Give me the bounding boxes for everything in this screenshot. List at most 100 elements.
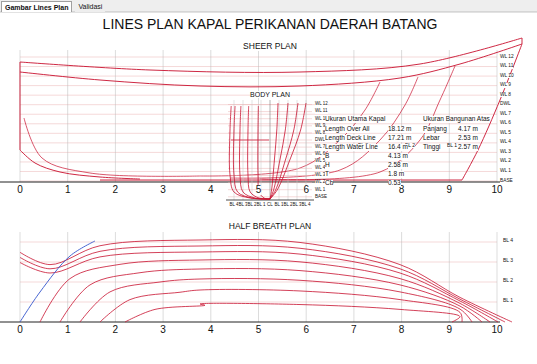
waterline-label: WL 9 (500, 83, 511, 88)
dimension-value: 1.8 m (388, 171, 404, 178)
waterline-label: WL 3 (315, 173, 325, 178)
buttock-label: BL 1 (503, 298, 513, 303)
aft-section-line (229, 106, 270, 199)
waterline-curve (125, 303, 460, 322)
stem-line (462, 44, 522, 180)
waterline-label: WL 8 (500, 93, 511, 98)
dimension-value: 17.21 m (388, 135, 412, 142)
dimension-name: H (325, 162, 330, 169)
station-number: 2 (113, 185, 119, 195)
fore-section-line (270, 103, 288, 199)
dimension-name: Cb (325, 180, 333, 187)
station-line (20, 50, 21, 182)
buttock-label: BL 1 (256, 203, 265, 208)
station-number: 7 (351, 185, 357, 195)
waterline-label: WL 1 (315, 188, 325, 193)
waterline-curve (60, 269, 482, 322)
buttock-label: BL 4 (503, 238, 513, 243)
body-buttock-grid (270, 100, 271, 200)
buttock-line (24, 118, 200, 176)
buttock-label: BL 2 (247, 203, 256, 208)
station-number: 8 (399, 185, 405, 195)
station-number: 6 (303, 185, 309, 195)
waterline-label: DWL (315, 138, 325, 143)
station-number: 4 (208, 325, 214, 335)
waterline-curve (20, 239, 512, 322)
stern-profile (20, 150, 140, 179)
view-heading: SHEER PLAN (243, 42, 297, 51)
waterline-label: WL 12 (500, 55, 514, 60)
buttock-label: BL 4 (229, 203, 238, 208)
buttock-line (260, 66, 455, 180)
waterline-label: WL 2 (500, 159, 511, 164)
waterline-label: WL 2 (315, 180, 325, 185)
waterline-label: WL 12 (315, 102, 328, 107)
tab-label: Validasi (78, 3, 102, 10)
waterline-label: WL 11 (500, 64, 513, 69)
station-number: 1 (65, 325, 71, 335)
buttock-label: BL 3 (238, 203, 247, 208)
dimension-value: 2.58 m (388, 162, 408, 169)
station-number: 9 (447, 325, 453, 335)
dimension-value: 2.53 m (458, 135, 478, 142)
station-line (497, 232, 498, 322)
waterline-curve (20, 246, 505, 322)
transom-line (20, 62, 21, 150)
dimension-name: Panjang (423, 126, 447, 133)
waterline-label: WL 7 (315, 145, 325, 150)
station-number: 9 (447, 185, 453, 195)
body-buttock-grid (252, 100, 253, 200)
buttock-label: BL 2 (283, 203, 292, 208)
buttock-label: BL 2 (503, 278, 513, 283)
station-line (449, 232, 450, 322)
station-number: 1 (65, 185, 71, 195)
dimension-name: Lebar (423, 135, 440, 142)
dimension-name: Tinggi (423, 144, 440, 151)
station-line (210, 50, 211, 182)
buttock-label: BL 1 (274, 203, 283, 208)
dimension-value: 16.4 m (388, 144, 408, 151)
aft-section-line (239, 106, 270, 199)
waterline-label: WL 9 (315, 124, 325, 129)
station-number: 3 (160, 185, 166, 195)
station-line (20, 232, 21, 322)
dimension-name: T (325, 171, 329, 178)
station-number: 8 (399, 325, 405, 335)
waterline-label: WL 10 (500, 74, 514, 79)
tab-bar (0, 0, 537, 12)
station-number: 4 (208, 185, 214, 195)
waterline-label: BASE (315, 195, 327, 200)
buttock-label: BL 4 (301, 203, 310, 208)
dimension-name: Length Water Line (325, 144, 378, 151)
buttock-label: BL 1 (447, 143, 457, 148)
waterline-curve (100, 289, 462, 322)
base-line (0, 182, 500, 183)
stem-top (522, 38, 523, 44)
station-number: 10 (491, 325, 502, 335)
dimension-value: 0.53 (388, 180, 401, 187)
station-number: 5 (256, 325, 262, 335)
buttock-label: BL 3 (503, 258, 513, 263)
view-heading: BODY PLAN (250, 91, 290, 98)
waterline-label: WL 5 (315, 159, 325, 164)
drawing-title: LINES PLAN KAPAL PERIKANAN DAERAH BATANG (103, 17, 438, 31)
transom-curve (20, 241, 95, 322)
dimension-name: Length Over All (325, 126, 369, 133)
dimension-value: 2.57 m (458, 144, 478, 151)
tab-button: Validasi (75, 1, 105, 12)
station-line (306, 232, 307, 322)
waterline-label: WL 5 (500, 131, 511, 136)
fore-section-line (270, 103, 298, 199)
waterline-label: WL 8 (315, 131, 325, 136)
station-number: 0 (17, 185, 23, 195)
fore-section-line (270, 103, 278, 199)
waterline-label: WL 6 (315, 152, 325, 157)
station-number: 6 (303, 325, 309, 335)
dimension-value: 4.13 m (388, 153, 408, 160)
waterline-label: DWL (500, 102, 511, 107)
aft-section-line (248, 106, 270, 199)
station-number: 0 (17, 325, 23, 335)
station-number: 5 (256, 185, 262, 195)
station-line (115, 50, 116, 182)
